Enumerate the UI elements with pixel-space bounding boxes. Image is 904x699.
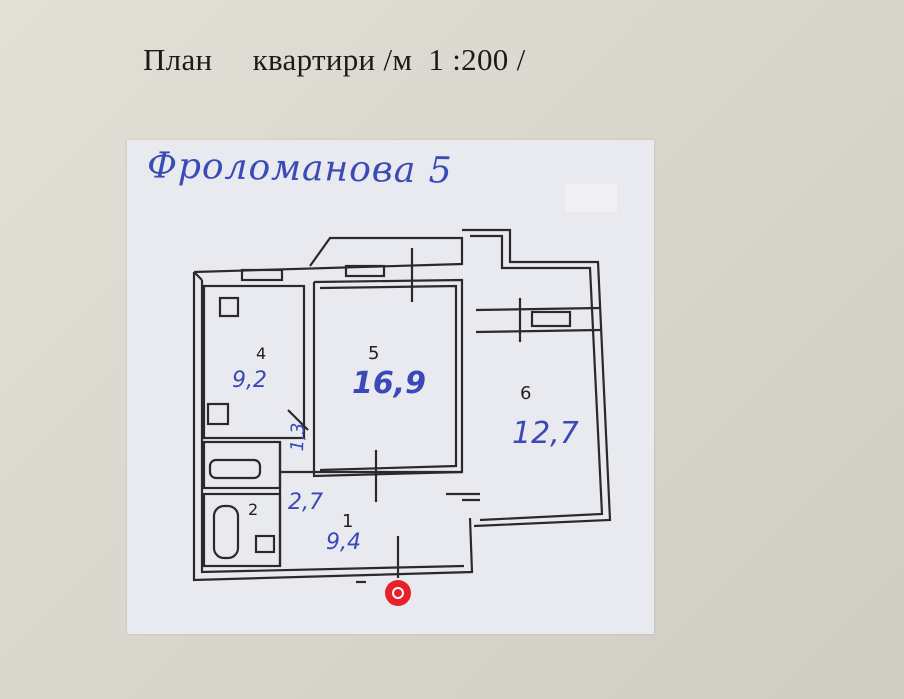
- room-3-area: 1,3: [287, 422, 309, 452]
- room-6-number: 6: [520, 383, 532, 404]
- room-5-number: 5: [368, 343, 380, 364]
- location-marker: [385, 580, 411, 606]
- redacted-area: [565, 184, 617, 212]
- balcony-outline: [193, 236, 464, 274]
- room-4-area: 9,2: [232, 368, 267, 393]
- room-1-area: 9,4: [326, 530, 361, 555]
- room-4-number: 4: [256, 344, 267, 363]
- room-1-number: 1: [342, 511, 354, 532]
- document-heading: План квартири /м 1 :200 /: [143, 42, 526, 77]
- floor-plan-drawing: [192, 228, 612, 584]
- room-6-area: 12,7: [512, 416, 579, 451]
- room-5-area: 16,9: [352, 366, 427, 401]
- room-2-area: 2,7: [288, 490, 323, 515]
- room-2-number: 2: [248, 500, 259, 519]
- handwritten-address: Фроломанова 5: [146, 145, 454, 192]
